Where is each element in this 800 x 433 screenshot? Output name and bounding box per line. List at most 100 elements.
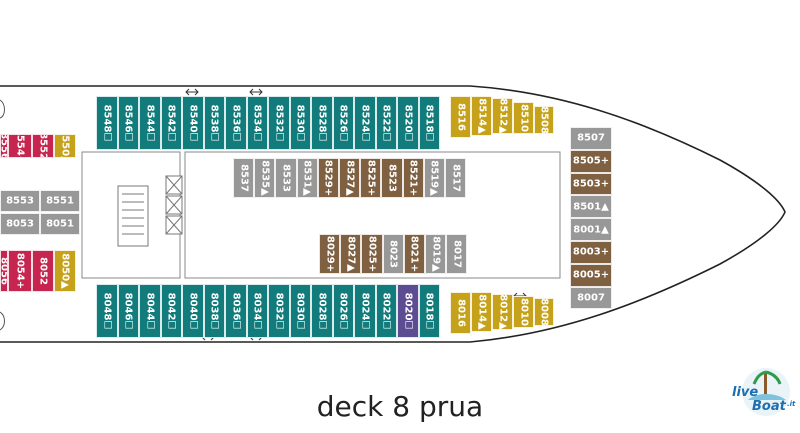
cabin-20[interactable]: 8508 (534, 106, 554, 134)
cabin-65[interactable]: 8003+ (570, 241, 612, 264)
cabin-61[interactable]: 8505+ (570, 149, 612, 173)
cabin-24[interactable]: 8042☐ (160, 284, 182, 338)
cabin-60[interactable]: 8507 (570, 127, 612, 150)
cabin-58[interactable]: 8019▲ (425, 234, 447, 274)
cabin-66[interactable]: 8005+ (570, 263, 612, 287)
cabin-1[interactable]: 8546☐ (117, 96, 139, 150)
corridor-outline (81, 151, 181, 279)
cabin-label: 8029+ (324, 235, 336, 273)
cabin-54[interactable]: 8027▲ (340, 234, 362, 274)
cabin-14[interactable]: 8520☐ (397, 96, 419, 150)
cabin-26[interactable]: 8038☐ (203, 284, 225, 338)
cabin-label: 8054+ (14, 252, 26, 290)
cabin-31[interactable]: 8028☐ (311, 284, 333, 338)
cabin-44[interactable]: 8533 (275, 158, 297, 198)
cabin-55[interactable]: 8025+ (361, 234, 383, 274)
cabin-67[interactable]: 8007 (570, 286, 612, 310)
cabin-70[interactable]: 8552 (32, 134, 54, 158)
cabin-21[interactable]: 8048☐ (96, 284, 118, 338)
cabin-label: 8023 (387, 240, 399, 268)
cabin-0[interactable]: 8548☐ (96, 96, 118, 150)
cabin-43[interactable]: 8535▲ (254, 158, 276, 198)
cabin-50[interactable]: 8521+ (402, 158, 424, 198)
cabin-5[interactable]: 8538☐ (203, 96, 225, 150)
cabin-27[interactable]: 8036☐ (225, 284, 247, 338)
cabin-28[interactable]: 8034☐ (246, 284, 268, 338)
cabin-52[interactable]: 8517 (445, 158, 467, 198)
cabin-74[interactable]: 8053 (0, 213, 40, 235)
cabin-39[interactable]: 8012▲ (492, 294, 513, 330)
cabin-17[interactable]: 8514▲ (471, 96, 492, 136)
cabin-32[interactable]: 8026☐ (332, 284, 354, 338)
cabin-79[interactable]: 8050▲ (54, 250, 76, 292)
cabin-40[interactable]: 8010 (513, 296, 534, 328)
cabin-41[interactable]: 8008 (534, 298, 554, 326)
cabin-33[interactable]: 8024☐ (354, 284, 376, 338)
cabin-29[interactable]: 8032☐ (268, 284, 290, 338)
cabin-13[interactable]: 8522☐ (375, 96, 397, 150)
cabin-25[interactable]: 8040☐ (182, 284, 204, 338)
cabin-7[interactable]: 8534☐ (246, 96, 268, 150)
cabin-62[interactable]: 8503+ (570, 172, 612, 196)
cabin-16[interactable]: 8516 (450, 96, 471, 138)
cabin-78[interactable]: 8052 (32, 250, 54, 292)
cabin-label: 8518☐ (423, 104, 435, 142)
cabin-37[interactable]: 8016 (450, 292, 471, 334)
cabin-10[interactable]: 8528☐ (311, 96, 333, 150)
cabin-49[interactable]: 8523 (381, 158, 403, 198)
cabin-label: 8536☐ (230, 104, 242, 142)
cabin-2[interactable]: 8544☐ (139, 96, 161, 150)
cabin-77[interactable]: 8054+ (8, 250, 32, 292)
cabin-34[interactable]: 8022☐ (375, 284, 397, 338)
cabin-9[interactable]: 8530☐ (289, 96, 311, 150)
cabin-63[interactable]: 8501▲ (570, 195, 612, 219)
cabin-8[interactable]: 8532☐ (268, 96, 290, 150)
cabin-38[interactable]: 8014▲ (471, 292, 492, 332)
cabin-18[interactable]: 8512▲ (492, 98, 513, 134)
cabin-12[interactable]: 8524☐ (354, 96, 376, 150)
cabin-23[interactable]: 8044☐ (139, 284, 161, 338)
cabin-69[interactable]: 8554+ (8, 134, 32, 158)
cabin-30[interactable]: 8030☐ (289, 284, 311, 338)
cabin-6[interactable]: 8536☐ (225, 96, 247, 150)
cabin-59[interactable]: 8017 (446, 234, 468, 274)
cabin-label: 8001▲ (573, 224, 609, 236)
cabin-19[interactable]: 8510 (513, 102, 534, 134)
liveboat-logo: live Boat .it (732, 368, 796, 416)
cabin-3[interactable]: 8542☐ (160, 96, 182, 150)
cabin-56[interactable]: 8023 (382, 234, 404, 274)
cabin-76[interactable]: 8056 (0, 250, 8, 292)
cabin-68[interactable]: 8556 (0, 134, 8, 158)
cabin-36[interactable]: 8018☐ (418, 284, 440, 338)
cabin-53[interactable]: 8029+ (319, 234, 341, 274)
cabin-45[interactable]: 8531▲ (296, 158, 318, 198)
cabin-label: 8008 (538, 298, 550, 326)
cabin-47[interactable]: 8527▲ (339, 158, 361, 198)
cabin-label: 8521+ (407, 159, 419, 197)
cabin-46[interactable]: 8529+ (317, 158, 339, 198)
deck-title: deck 8 prua (316, 390, 484, 423)
cabin-11[interactable]: 8526☐ (332, 96, 354, 150)
cabin-label: 8507 (577, 132, 605, 144)
cabin-57[interactable]: 8021+ (403, 234, 425, 274)
cabin-73[interactable]: 8551 (40, 190, 80, 212)
cabin-75[interactable]: 8051 (40, 213, 80, 235)
cabin-label: 8010 (518, 298, 529, 326)
cabin-42[interactable]: 8537 (233, 158, 255, 198)
cabin-label: 8533 (280, 164, 292, 192)
cabin-4[interactable]: 8540☐ (182, 96, 204, 150)
cabin-label: 8038☐ (208, 292, 220, 330)
cabin-label: 8526☐ (337, 104, 349, 142)
cabin-22[interactable]: 8046☐ (117, 284, 139, 338)
cabin-48[interactable]: 8525+ (360, 158, 382, 198)
logo-text-boat: Boat (752, 399, 787, 414)
cabin-35[interactable]: 8020☐ (397, 284, 419, 338)
cabin-51[interactable]: 8519▲ (423, 158, 445, 198)
cabin-label: 8020☐ (402, 292, 414, 330)
cabin-label: 8537 (238, 164, 250, 192)
cabin-label: 8554+ (14, 134, 26, 158)
cabin-15[interactable]: 8518☐ (418, 96, 440, 150)
cabin-72[interactable]: 8553 (0, 190, 40, 212)
cabin-71[interactable]: 8550▲ (54, 134, 76, 158)
cabin-64[interactable]: 8001▲ (570, 218, 612, 241)
